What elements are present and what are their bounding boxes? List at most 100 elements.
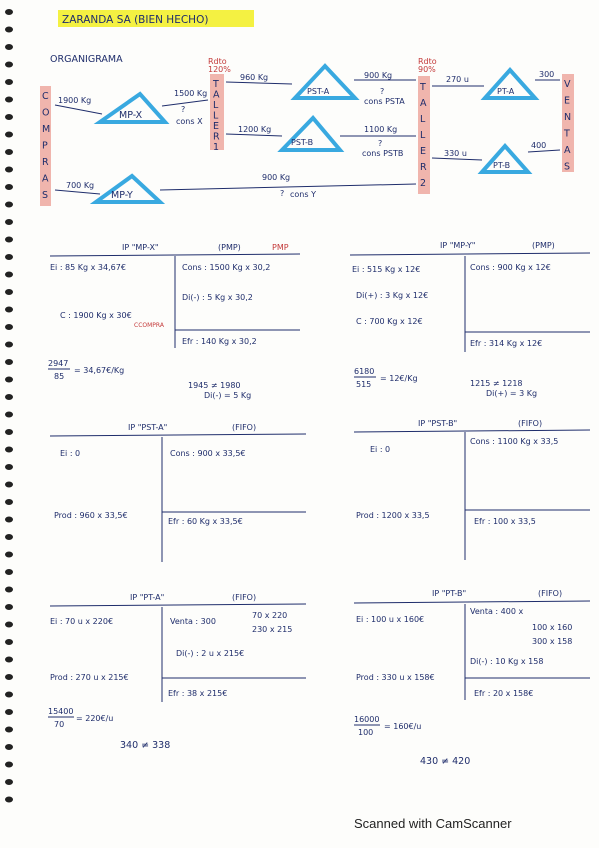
ip-mpx-calc-num: 2947 (48, 359, 68, 368)
ip-mpx-hline (49, 253, 301, 257)
spiral-ring (5, 674, 13, 680)
spiral-ring (5, 201, 13, 208)
mpx-input-label: 1900 Kg (58, 96, 91, 105)
spiral-ring (5, 779, 13, 785)
pta-sale-label: 300 (539, 70, 554, 79)
ip-mpx-ei: Ei : 85 Kg x 34,67€ (50, 263, 126, 272)
taller2-letter: T (419, 82, 426, 93)
flow-arrows (54, 79, 561, 195)
ip-pta-method: (FIFO) (232, 593, 256, 602)
spiral-ring (5, 551, 13, 558)
taller1-box (210, 74, 224, 150)
spiral-ring (5, 464, 13, 470)
spiral-ring (5, 569, 13, 575)
rdto1-label-1: Rdto (208, 57, 227, 66)
spiral-ring (5, 44, 13, 50)
ip-pstb-prod: Prod : 1200 x 33,5 (356, 511, 430, 520)
ip-pta-check: 340 ≠ 338 (120, 740, 170, 751)
taller2-letter: A (420, 98, 427, 109)
ip-ptb-method: (FIFO) (538, 589, 562, 598)
ip-mpy-cons: Cons : 900 Kg x 12€ (470, 263, 551, 272)
ip-psta-hline (49, 433, 307, 437)
compras-letter: C (42, 91, 49, 102)
taller1-to-pstb-label: 1200 Kg (238, 125, 271, 134)
spiral-ring (5, 656, 13, 663)
node-pta-label: PT-A (497, 87, 515, 96)
spiral-ring (5, 621, 13, 628)
spiral-ring (5, 271, 13, 278)
taller2-letter: R (420, 162, 427, 173)
ip-pta-title: IP "PT-A" (130, 593, 164, 602)
spiral-ring (5, 499, 13, 505)
taller2-letter: L (420, 114, 426, 125)
taller1-letter: A (213, 90, 220, 101)
organigrama-title: ORGANIGRAMA (50, 54, 123, 65)
taller2-to-pta-label: 270 u (446, 75, 469, 84)
ip-ptb-venta-b: 300 x 158 (532, 637, 572, 646)
ip-ptb-prod: Prod : 330 u x 158€ (356, 673, 435, 682)
ip-pstb-method: (FIFO) (518, 419, 542, 428)
spiral-ring (5, 639, 13, 645)
ip-ptb-calc-res: = 160€/u (384, 722, 421, 731)
node-ptb-triangle (477, 142, 533, 174)
taller2-box (418, 76, 430, 194)
ip-pta-efr: Efr : 38 x 215€ (168, 689, 227, 698)
ip-psta-cons: Cons : 900 x 33,5€ (170, 449, 246, 458)
node-mpx-label: MP-X (119, 110, 143, 121)
spiral-ring (5, 236, 13, 243)
taller1-letter: E (213, 121, 219, 132)
node-psta-label: PST-A (307, 87, 330, 96)
spiral-ring (5, 411, 13, 418)
ip-mpy-check-note: Di(+) = 3 Kg (486, 389, 537, 398)
spiral-ring (5, 359, 13, 365)
ip-mpy-compras: C : 700 Kg x 12€ (356, 317, 423, 326)
ip-mpy-calc-den: 515 (356, 380, 371, 389)
pstb-to-taller2-label: 1100 Kg (364, 125, 397, 134)
spiral-ring (5, 481, 13, 488)
scanner-watermark: Scanned with CamScanner (354, 816, 512, 831)
spiral-ring (5, 324, 13, 330)
taller2-to-ptb-label: 330 u (444, 149, 467, 158)
spiral-ring (5, 289, 13, 295)
ip-ptb-efr: Efr : 20 x 158€ (474, 689, 533, 698)
ventas-letter: S (564, 162, 570, 173)
psta-to-taller2-q: ? (380, 87, 384, 96)
spiral-ring (5, 131, 13, 138)
pstb-to-taller2-cons: cons PSTB (362, 149, 403, 158)
psta-to-taller2-cons: cons PSTA (364, 97, 405, 106)
ip-pta-dif: Di(-) : 2 u x 215€ (176, 649, 244, 658)
ip-ptb-hline (353, 600, 591, 604)
node-pta-triangle (480, 66, 540, 100)
taller1-letter: T (212, 79, 219, 90)
node-mpy-triangle (89, 173, 166, 204)
ip-psta-title: IP "PST-A" (128, 423, 167, 432)
spiral-ring (5, 96, 13, 103)
ip-mpx-account: IP "MP-X" (PMP) PMP Ei : 85 Kg x 34,67€ … (48, 243, 301, 400)
ip-ptb-calc-num: 16000 (354, 715, 379, 724)
ip-pta-account: IP "PT-A" (FIFO) Ei : 70 u x 220€ Venta … (48, 593, 307, 751)
pstb-to-taller2-q: ? (378, 139, 382, 148)
mpy-to-taller2-cons: cons Y (290, 190, 316, 199)
compras-letter: O (42, 108, 49, 119)
compras-letter: P (42, 141, 48, 152)
rdto1-label-2: 120% (208, 65, 231, 74)
spiral-ring (5, 726, 13, 733)
ip-ptb-venta: Venta : 400 x (470, 607, 523, 616)
spiral-ring (5, 691, 13, 698)
compras-letter: S (42, 190, 48, 201)
ventas-letter: T (563, 129, 570, 140)
page-title: ZARANDA SA (BIEN HECHO) (62, 14, 208, 26)
ip-ptb-title: IP "PT-B" (432, 589, 466, 598)
taller2-letter: 2 (420, 178, 426, 189)
spiral-ring (5, 306, 13, 313)
ip-mpx-compras: C : 1900 Kg x 30€ (60, 311, 132, 320)
mpx-to-taller1-cons: cons X (176, 117, 203, 126)
rdto2-label-2: 90% (418, 65, 436, 74)
ip-pstb-cons: Cons : 1100 Kg x 33,5 (470, 437, 558, 446)
rdto2-label-1: Rdto (418, 57, 437, 66)
ventas-box (562, 74, 574, 172)
ip-psta-prod: Prod : 960 x 33,5€ (54, 511, 128, 520)
ip-mpx-check: 1945 ≠ 1980 (188, 381, 241, 390)
